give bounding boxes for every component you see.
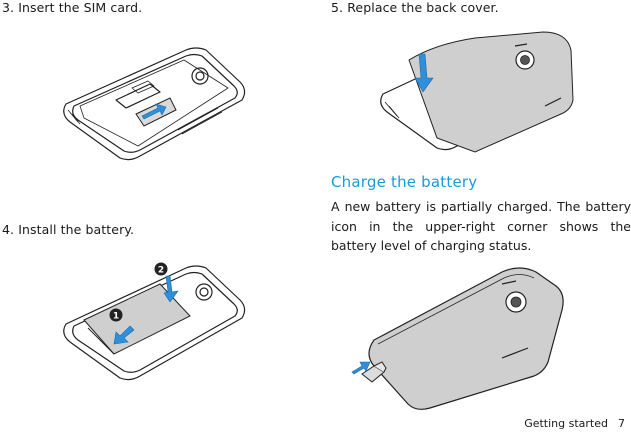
step-3-label: 3. Insert the SIM card. [2, 0, 143, 15]
callout-2-text: 2 [158, 266, 164, 276]
page-number: 7 [618, 417, 625, 430]
footer-section-name: Getting started [524, 417, 608, 430]
arrow-icon [141, 103, 167, 120]
step-4-label: 4. Install the battery. [2, 222, 135, 237]
arrow-icon [351, 361, 371, 375]
callout-1-text: 1 [113, 312, 119, 322]
section-body-text: A new battery is partially charged. The … [331, 199, 631, 253]
arrow-icon [113, 325, 135, 345]
callout-2-marker [154, 262, 168, 276]
step-5-label: 5. Replace the back cover. [331, 0, 499, 15]
charging-illustration [351, 267, 564, 410]
sim-insert-illustration [63, 47, 246, 161]
arrow-icon [163, 275, 179, 303]
page-footer: Getting started 7 [524, 417, 625, 430]
usb-plug-icon [361, 361, 387, 383]
arrow-icon [414, 53, 434, 93]
callout-1-marker [109, 308, 123, 322]
battery-install-illustration: 2 1 [63, 262, 246, 381]
section-title-charge-battery: Charge the battery [331, 173, 478, 191]
back-cover-illustration [380, 31, 574, 153]
